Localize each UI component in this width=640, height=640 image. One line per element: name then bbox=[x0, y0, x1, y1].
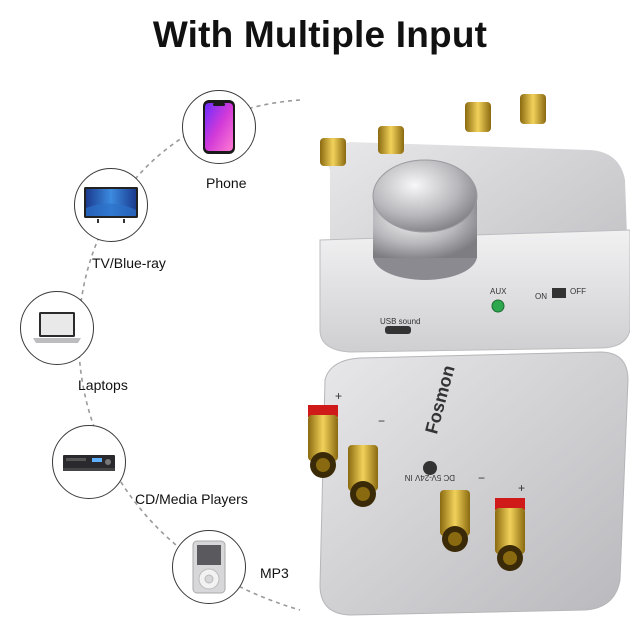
aux-label: AUX bbox=[490, 287, 507, 296]
badge-laptop bbox=[20, 291, 94, 365]
amplifier-illustration: USB sound AUX ON OFF Fosmon DC 5V-24V IN… bbox=[308, 94, 630, 616]
cd-player-icon bbox=[63, 455, 115, 471]
switch-off-label: OFF bbox=[570, 287, 586, 296]
label-tv: TV/Blue-ray bbox=[92, 255, 166, 271]
tv-icon bbox=[84, 187, 138, 223]
label-mp3: MP3 bbox=[260, 565, 289, 581]
label-cd: CD/Media Players bbox=[135, 491, 248, 507]
plus-right: + bbox=[518, 481, 525, 495]
badge-phone bbox=[182, 90, 256, 164]
laptop-icon bbox=[33, 312, 81, 343]
phone-icon bbox=[203, 100, 235, 154]
power-label: DC 5V-24V IN bbox=[405, 473, 455, 482]
minus-right: − bbox=[478, 471, 485, 485]
minus-left: − bbox=[378, 414, 385, 428]
mp3-player-icon bbox=[192, 540, 226, 594]
bottom-terminals bbox=[308, 405, 525, 571]
badge-tv bbox=[74, 168, 148, 242]
headline: With Multiple Input bbox=[152, 14, 488, 55]
usb-label: USB sound bbox=[380, 317, 420, 326]
label-phone: Phone bbox=[206, 175, 247, 191]
badge-cd bbox=[52, 425, 126, 499]
label-laptops: Laptops bbox=[78, 377, 128, 393]
switch-on-label: ON bbox=[535, 292, 547, 301]
top-terminals bbox=[320, 94, 546, 166]
plus-left: + bbox=[335, 389, 342, 403]
badge-mp3 bbox=[172, 530, 246, 604]
